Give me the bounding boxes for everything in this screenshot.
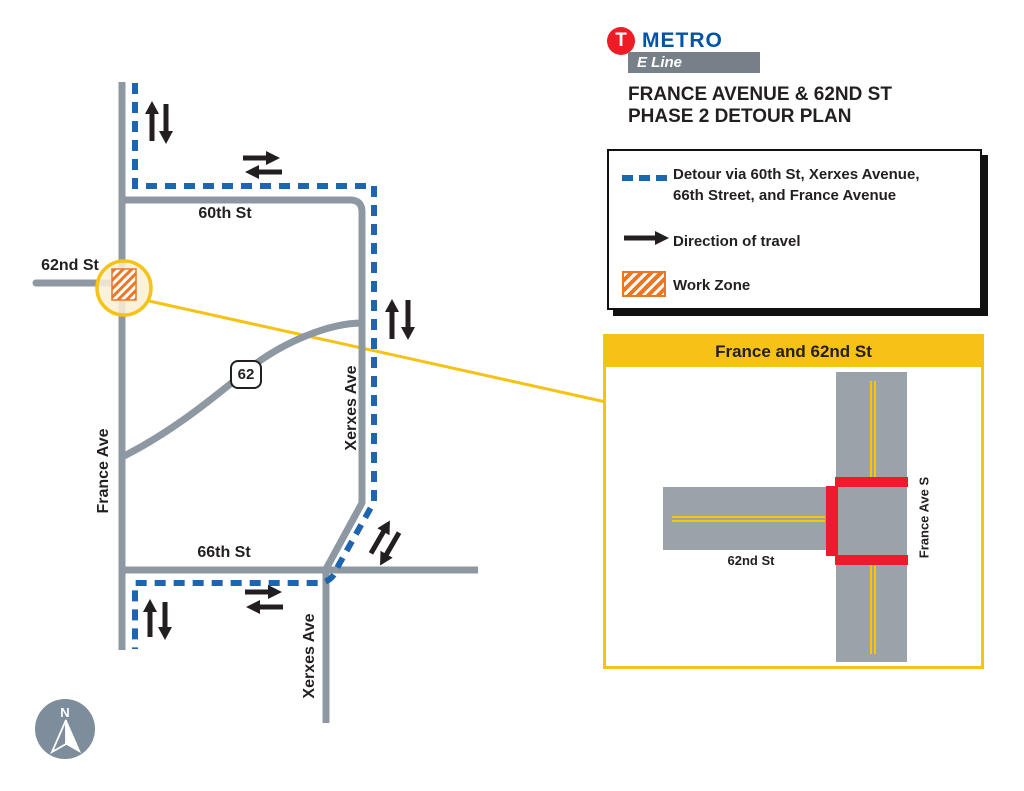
inset-map: 62nd St France Ave S bbox=[606, 367, 981, 666]
work-zone-circle-ring bbox=[95, 259, 153, 317]
closure-bar-north bbox=[835, 477, 908, 487]
inset-centerlines bbox=[672, 381, 876, 654]
e-line-badge: E Line bbox=[628, 52, 760, 73]
page-title: FRANCE AVENUE & 62ND ST PHASE 2 DETOUR P… bbox=[628, 84, 892, 128]
label-60th-st: 60th St bbox=[198, 205, 252, 222]
arrows-france-north bbox=[145, 101, 173, 144]
detour-line-swatch bbox=[622, 175, 668, 181]
legend-detour-line2: 66th Street, and France Avenue bbox=[673, 187, 897, 204]
highway-62-shield: 62 bbox=[230, 360, 262, 389]
compass-north-label: N bbox=[60, 705, 69, 720]
legend-detour-line1: Detour via 60th St, Xerxes Avenue, bbox=[673, 166, 920, 183]
detour-route bbox=[132, 83, 377, 649]
inset-roads bbox=[663, 372, 908, 662]
inset-road-62nd bbox=[663, 487, 839, 550]
closure-bar-west bbox=[826, 486, 838, 556]
arrows-66th-st bbox=[245, 585, 283, 614]
roads bbox=[32, 82, 478, 723]
work-zone-swatch bbox=[622, 271, 666, 297]
metro-brand: METRO bbox=[642, 29, 723, 52]
legend-box: Detour via 60th St, Xerxes Avenue, 66th … bbox=[607, 149, 982, 310]
arrows-xerxes-ave bbox=[385, 299, 415, 340]
label-xerxes-ave-lower: Xerxes Ave bbox=[301, 613, 318, 699]
legend-detour-label: Detour via 60th St, Xerxes Avenue, 66th … bbox=[673, 164, 973, 206]
road-60th-xerxes bbox=[122, 196, 366, 571]
inset-callout-line bbox=[148, 299, 607, 404]
work-zone-hatch bbox=[111, 268, 137, 301]
inset-title: France and 62nd St bbox=[606, 337, 981, 367]
label-xerxes-ave-upper: Xerxes Ave bbox=[343, 365, 360, 451]
inset-label-france: France Ave S bbox=[916, 476, 932, 559]
closure-bar-south bbox=[835, 555, 908, 565]
title-line-2: PHASE 2 DETOUR PLAN bbox=[628, 106, 852, 127]
legend-direction-label: Direction of travel bbox=[673, 233, 801, 250]
direction-arrow-icon bbox=[624, 231, 669, 245]
compass: N bbox=[35, 699, 95, 759]
label-62nd-st: 62nd St bbox=[41, 257, 99, 274]
road-highway-62 bbox=[120, 319, 363, 461]
legend-work-zone-label: Work Zone bbox=[673, 277, 751, 294]
inset-label-62nd: 62nd St bbox=[727, 553, 775, 568]
metro-transit-logo-icon: T bbox=[607, 27, 635, 55]
inset-closure-bars bbox=[826, 477, 908, 565]
arrows-france-south bbox=[143, 599, 172, 640]
inset-box: France and 62nd St bbox=[603, 334, 984, 669]
title-line-1: FRANCE AVENUE & 62ND ST bbox=[628, 84, 892, 105]
label-66th-st: 66th St bbox=[197, 544, 251, 561]
arrows-60th-st bbox=[243, 151, 282, 179]
arrows-xerxes-diagonal bbox=[368, 520, 402, 566]
direction-arrows bbox=[143, 101, 415, 640]
label-france-ave: France Ave bbox=[95, 428, 112, 514]
